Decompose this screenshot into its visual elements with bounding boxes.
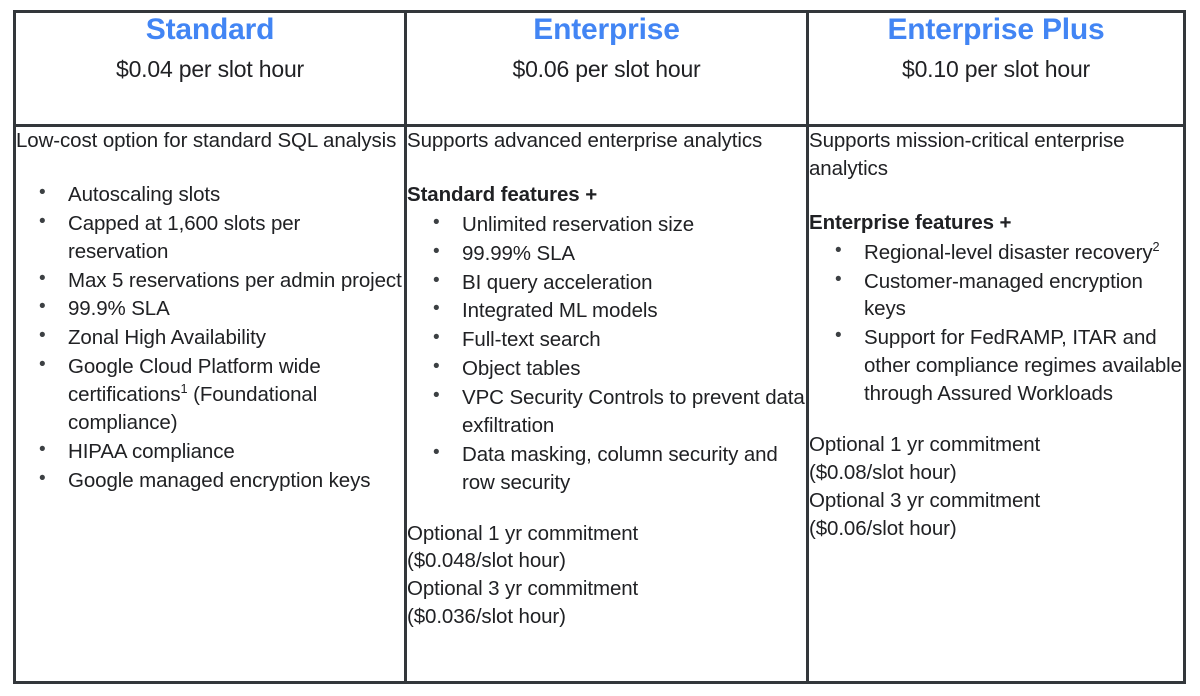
feature-item: Max 5 reservations per admin project xyxy=(16,266,404,295)
plan-title-enterprise: Enterprise xyxy=(533,13,680,46)
plan-price-enterprise: $0.06 per slot hour xyxy=(512,55,701,82)
feature-item: Google Cloud Platform wide certification… xyxy=(16,352,404,437)
commitment-line: ($0.036/slot hour) xyxy=(407,605,566,629)
feature-item: Autoscaling slots xyxy=(16,180,404,209)
commitment-line: Optional 1 yr commitment xyxy=(407,521,639,545)
footnote-marker: 1 xyxy=(180,381,188,397)
feature-item: VPC Security Controls to prevent data ex… xyxy=(407,383,806,440)
feature-item: Unlimited reservation size xyxy=(407,210,806,239)
feature-item: 99.99% SLA xyxy=(407,239,806,268)
plan-title-enterprise-plus: Enterprise Plus xyxy=(887,13,1105,46)
plan-header-standard: Standard $0.04 per slot hour xyxy=(13,10,407,127)
pricing-comparison-table: Standard $0.04 per slot hour Enterprise … xyxy=(13,10,1186,684)
plan-header-enterprise: Enterprise $0.06 per slot hour xyxy=(404,10,809,127)
plan-details-enterprise-plus: Supports mission-critical enterprise ana… xyxy=(806,124,1186,684)
plan-price-standard: $0.04 per slot hour xyxy=(116,55,304,82)
footnote-marker: 2 xyxy=(1152,238,1160,254)
plan-intro-standard: Low-cost option for standard SQL analysi… xyxy=(16,129,397,152)
plan-header-enterprise-plus: Enterprise Plus $0.10 per slot hour xyxy=(806,10,1186,127)
plan-details-standard: Low-cost option for standard SQL analysi… xyxy=(13,124,407,684)
commitment-line: ($0.08/slot hour) xyxy=(809,460,957,484)
commitment-line: Optional 3 yr commitment xyxy=(407,577,639,601)
plan-intro-enterprise-plus: Supports mission-critical enterprise ana… xyxy=(809,129,1125,180)
feature-list-enterprise-plus: Regional-level disaster recovery2Custome… xyxy=(809,238,1183,408)
plan-price-enterprise-plus: $0.10 per slot hour xyxy=(902,55,1090,82)
feature-item: Zonal High Availability xyxy=(16,323,404,352)
plan-details-enterprise: Supports advanced enterprise analytics S… xyxy=(404,124,809,684)
feature-item: BI query acceleration xyxy=(407,268,806,297)
feature-item: Regional-level disaster recovery2 xyxy=(809,238,1183,267)
feature-list-standard: Autoscaling slotsCapped at 1,600 slots p… xyxy=(16,180,404,495)
features-heading-enterprise: Standard features + xyxy=(407,182,598,206)
features-heading-enterprise-plus: Enterprise features + xyxy=(809,210,1012,234)
feature-item: Object tables xyxy=(407,354,806,383)
plan-title-standard: Standard xyxy=(145,13,275,46)
commitment-line: Optional 3 yr commitment xyxy=(809,488,1041,512)
list-spacer xyxy=(16,496,404,518)
feature-item: Integrated ML models xyxy=(407,296,806,325)
commitment-block-enterprise: Optional 1 yr commitment ($0.048/slot hou… xyxy=(407,520,806,632)
commitment-line: ($0.06/slot hour) xyxy=(809,516,957,540)
feature-item: Capped at 1,600 slots per reservation xyxy=(16,209,404,266)
feature-item: Support for FedRAMP, ITAR and other comp… xyxy=(809,323,1183,408)
commitment-block-enterprise-plus: Optional 1 yr commitment ($0.08/slot hour… xyxy=(809,431,1183,543)
plan-intro-enterprise: Supports advanced enterprise analytics xyxy=(407,129,763,152)
feature-item: Data masking, column security and row se… xyxy=(407,440,806,497)
table-body-row: Low-cost option for standard SQL analysi… xyxy=(13,124,1186,684)
commitment-line: ($0.048/slot hour) xyxy=(407,549,566,573)
feature-item: Google managed encryption keys xyxy=(16,466,404,495)
feature-item: HIPAA compliance xyxy=(16,437,404,466)
feature-item: 99.9% SLA xyxy=(16,294,404,323)
feature-item: Full-text search xyxy=(407,325,806,354)
feature-item: Customer-managed encryption keys xyxy=(809,267,1183,324)
list-spacer xyxy=(407,498,806,520)
commitment-line: Optional 1 yr commitment xyxy=(809,432,1041,456)
list-spacer xyxy=(809,409,1183,431)
feature-list-enterprise: Unlimited reservation size99.99% SLABI q… xyxy=(407,210,806,497)
table-header-row: Standard $0.04 per slot hour Enterprise … xyxy=(13,10,1186,127)
